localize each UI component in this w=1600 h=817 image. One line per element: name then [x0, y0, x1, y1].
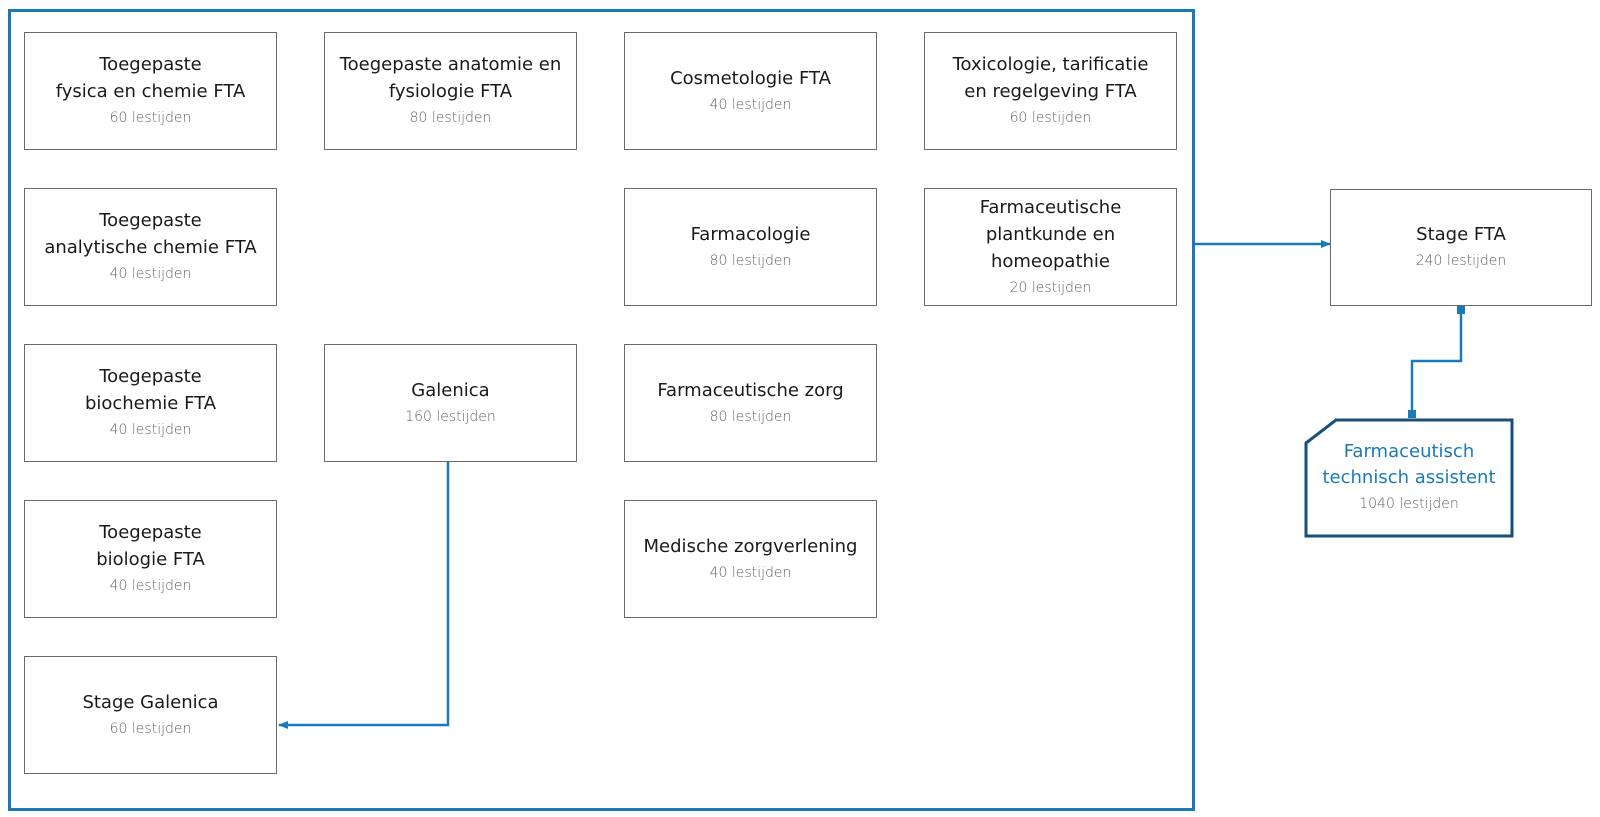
module-title: Farmacologie	[690, 223, 811, 245]
module-hours: 20 lestijden	[1009, 279, 1092, 296]
module-box-farmaceutische-zorg: Farmaceutische zorg 80 lestijden	[624, 344, 877, 462]
module-title: Farmaceutische zorg	[657, 379, 844, 401]
module-title: Cosmetologie FTA	[670, 67, 831, 89]
module-hours: 80 lestijden	[709, 252, 792, 269]
connector-square-bottom	[1408, 410, 1416, 418]
module-hours: 40 lestijden	[709, 96, 792, 113]
module-hours: 40 lestijden	[109, 266, 192, 282]
module-title: Galenica	[411, 379, 490, 401]
connector-stage-fta-to-final	[1410, 308, 1463, 418]
module-hours: 40 lestijden	[109, 422, 192, 438]
connector-square-top	[1457, 306, 1465, 314]
module-box-medische-zorgverlening: Medische zorgverlening 40 lestijden	[624, 500, 877, 618]
final-hours: 1040 lestijden	[1359, 496, 1459, 512]
module-hours: 80 lestijden	[409, 110, 492, 126]
module-hours: 60 lestijden	[109, 720, 192, 737]
module-box-galenica: Galenica 160 lestijden	[324, 344, 577, 462]
stage-fta-hours: 240 lestijden	[1415, 253, 1507, 269]
stage-fta-box: Stage FTA 240 lestijden	[1330, 189, 1592, 306]
final-box-shape	[1304, 418, 1514, 538]
module-hours: 160 lestijden	[405, 408, 496, 425]
module-hours: 40 lestijden	[109, 578, 192, 594]
module-title: Stage Galenica	[82, 691, 219, 713]
module-box-stage-galenica: Stage Galenica 60 lestijden	[24, 656, 277, 774]
arrow-galenica-to-stage	[278, 462, 450, 729]
module-hours: 60 lestijden	[1009, 110, 1092, 126]
module-hours: 40 lestijden	[709, 564, 792, 581]
stage-fta-title: Stage FTA	[1416, 224, 1506, 245]
module-box-farmacologie: Farmacologie 80 lestijden	[624, 188, 877, 306]
course-group-frame	[8, 9, 1195, 811]
module-hours: 80 lestijden	[709, 408, 792, 425]
module-title: Medische zorgverlening	[643, 535, 858, 557]
module-hours: 60 lestijden	[109, 110, 192, 126]
module-box-cosmetologie: Cosmetologie FTA 40 lestijden	[624, 32, 877, 150]
